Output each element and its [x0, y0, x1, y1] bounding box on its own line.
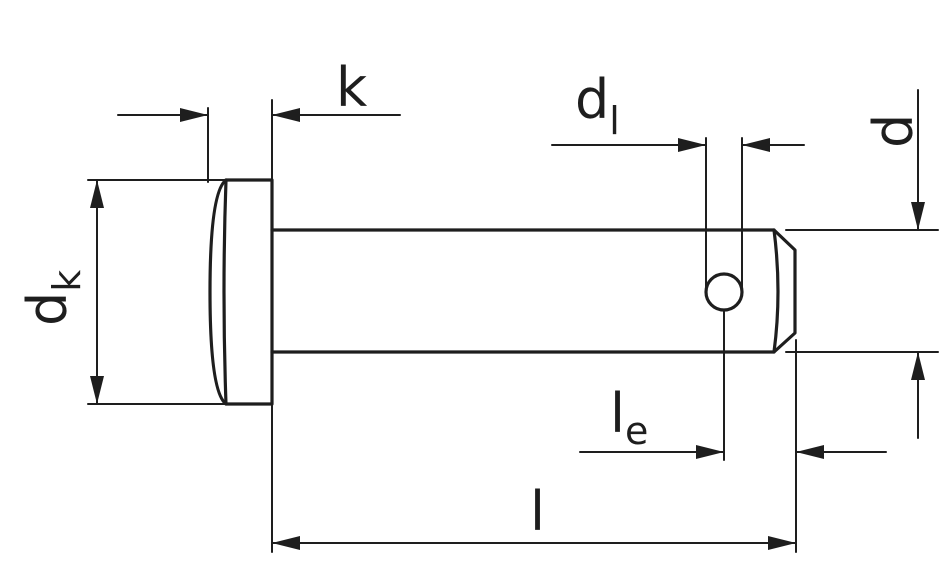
arrow-dk-bottom [90, 376, 104, 404]
arrow-l-right [768, 536, 796, 550]
arrow-dl-left [678, 138, 706, 152]
label-le-sub: e [625, 409, 648, 453]
arrow-d-top [911, 202, 925, 230]
label-l: l [530, 480, 545, 543]
arrow-le-left [696, 445, 724, 459]
label-le-main: l [610, 382, 625, 445]
pin-shank [270, 228, 797, 354]
head-chamfer-line [222, 178, 228, 406]
arrow-k-right [272, 108, 300, 122]
dimension-dl: dl [551, 68, 805, 293]
arrow-l-left [272, 536, 300, 550]
dimension-k: k [117, 56, 401, 183]
label-dk-sub: k [45, 270, 89, 292]
label-dk-main: d [16, 292, 79, 326]
label-dl-main: d [575, 68, 609, 131]
arrow-dk-top [90, 180, 104, 208]
arrow-k-left [180, 108, 208, 122]
dimension-dk: dk [16, 179, 227, 405]
dimension-l: l [271, 403, 797, 553]
label-dk: dk [16, 270, 89, 326]
pin-head [208, 178, 274, 406]
pin-outline [208, 178, 797, 406]
label-le: le [610, 382, 648, 453]
arrow-le-right [796, 445, 824, 459]
cross-hole [704, 272, 744, 312]
label-d: d [862, 114, 925, 148]
dimension-d: d [785, 89, 939, 439]
shank-end-chamfer-line [772, 228, 780, 354]
arrow-dl-right [742, 138, 770, 152]
label-dl-sub: l [609, 99, 620, 143]
label-k: k [336, 56, 368, 119]
dimension-le: le [579, 309, 887, 461]
label-dl: dl [575, 68, 620, 143]
arrow-d-bottom [911, 352, 925, 380]
